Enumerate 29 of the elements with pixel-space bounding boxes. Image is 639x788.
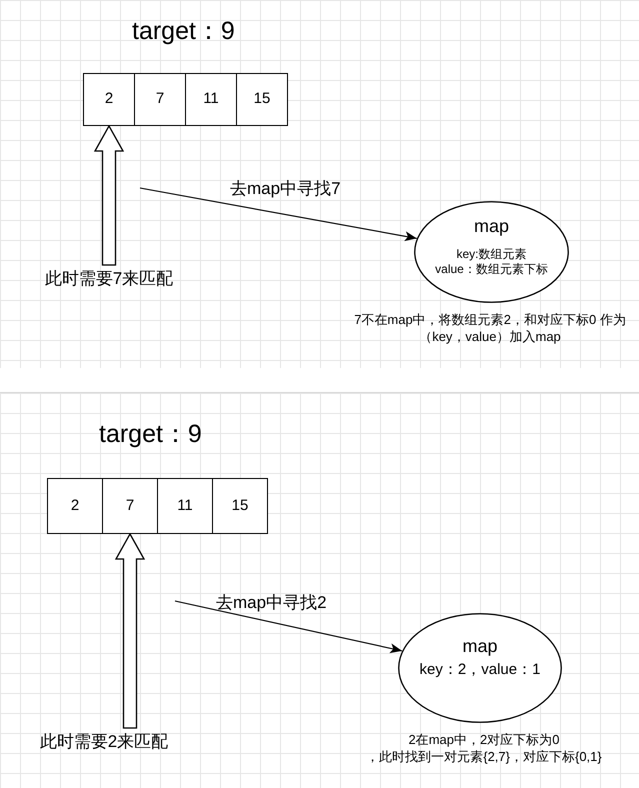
key-value-text: key：2，value：1 — [420, 661, 540, 679]
map-ellipse — [414, 201, 569, 303]
arrow — [174, 600, 402, 654]
map-ellipse — [398, 613, 562, 723]
hollow-arrow — [94, 124, 124, 266]
caption-text: 此时需要2来匹配 — [28, 728, 180, 756]
ellipse-title: map — [462, 635, 498, 657]
target-heading: target：9 — [132, 16, 235, 47]
key-value-text: value：数组元素下标 — [435, 262, 548, 277]
caption-text: 此时需要7来匹配 — [38, 265, 180, 293]
note-text: ，此时找到一对元素{2,7}，对应下标{0,1} — [366, 748, 602, 765]
arrow — [140, 187, 417, 242]
edge-label: 去map中寻找2 — [216, 592, 327, 614]
note-text: 2在map中，2对应下标为0 — [408, 731, 560, 748]
array-cell: 15 — [236, 73, 288, 126]
note-text: （key，value）加入map — [419, 328, 561, 345]
array-cell: 11 — [185, 73, 237, 126]
array-cell: 11 — [157, 478, 213, 534]
array-cell: 7 — [102, 478, 158, 534]
hollow-arrow — [114, 532, 146, 729]
edge-label: 去map中寻找7 — [230, 178, 341, 200]
note-text: 7不在map中，将数组元素2，和对应下标0 作为 — [354, 311, 626, 328]
key-value-text: key:数组元素 — [456, 247, 526, 262]
target-heading: target：9 — [99, 419, 202, 450]
array-cell: 15 — [212, 478, 268, 534]
array-cell: 2 — [83, 73, 135, 126]
array-cell: 7 — [134, 73, 186, 126]
ellipse-title: map — [474, 215, 509, 237]
array-cell: 2 — [47, 478, 103, 534]
